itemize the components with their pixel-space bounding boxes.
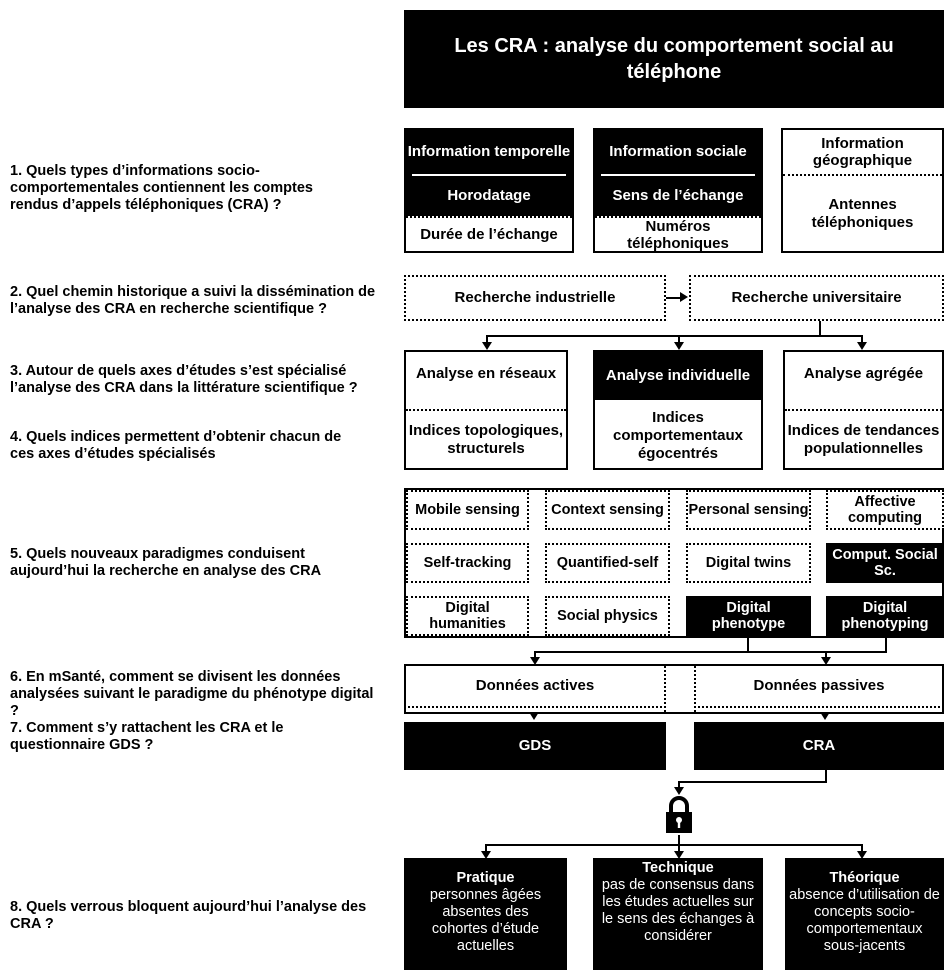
verrou-pratique-title: Pratique xyxy=(456,870,515,886)
diagram-title: Les CRA : analyse du comportement social… xyxy=(404,10,944,108)
axe-individuelle-label: Analyse individuelle xyxy=(595,352,761,400)
question-7: 7. Comment s’y rattachent les CRA et le … xyxy=(10,720,284,753)
arrow-down-icon xyxy=(857,342,867,350)
paradigm-mobile-sensing: Mobile sensing xyxy=(406,490,529,530)
separator xyxy=(406,409,566,411)
paradigm-personal-sensing: Personal sensing xyxy=(686,490,811,530)
info-sociale-item1: Sens de l’échange xyxy=(612,187,744,204)
separator xyxy=(404,706,666,708)
recherche-industrielle-box: Recherche industrielle xyxy=(404,275,666,321)
info-sociale-box: Information sociale Sens de l’échange Nu… xyxy=(593,128,763,253)
info-temporelle-item1: Horodatage xyxy=(447,187,531,204)
verrou-technique-box: Technique pas de consensus dans les étud… xyxy=(593,858,763,970)
separator xyxy=(783,174,942,176)
padlock-icon xyxy=(664,795,694,835)
connector xyxy=(485,844,487,852)
data-split-divider xyxy=(694,666,696,712)
connector xyxy=(819,321,821,336)
connector xyxy=(825,651,827,658)
axe-reseaux-indices: Indices topologiques, structurels xyxy=(408,422,564,457)
axe-individuelle-box: Analyse individuelle Indices comportemen… xyxy=(593,350,763,470)
connector xyxy=(747,636,749,652)
separator xyxy=(412,174,566,176)
donnees-actives-label: Données actives xyxy=(475,677,595,694)
connector xyxy=(678,781,680,788)
question-5: 5. Quels nouveaux paradigmes conduisent … xyxy=(10,546,322,579)
diagram-title-text: Les CRA : analyse du comportement social… xyxy=(454,35,894,83)
connector xyxy=(861,844,863,852)
axe-reseaux-label: Analyse en réseaux xyxy=(415,365,557,382)
info-temporelle-item2: Durée de l’échange xyxy=(406,216,572,251)
info-geographique-header: Information géographique xyxy=(812,135,913,169)
separator xyxy=(694,706,944,708)
info-geographique-item1: Antennes téléphoniques xyxy=(811,196,914,231)
paradigm-context-sensing: Context sensing xyxy=(545,490,670,530)
separator xyxy=(785,409,942,411)
connector xyxy=(678,781,827,783)
verrou-theorique-title: Théorique xyxy=(829,870,900,886)
arrow-down-icon xyxy=(821,657,831,665)
separator xyxy=(601,174,755,176)
arrow-down-icon xyxy=(857,851,867,859)
question-3: 3. Autour de quels axes d’études s’est s… xyxy=(10,363,358,396)
arrow-down-icon xyxy=(482,342,492,350)
verrou-theorique-desc: absence d’utilisation de concepts socio-… xyxy=(789,887,940,954)
info-sociale-header: Information sociale xyxy=(609,143,747,160)
paradigm-digital-phenotype: Digital phenotype xyxy=(686,596,811,636)
connector xyxy=(666,297,680,299)
question-6: 6. En mSanté, comment se divisent les do… xyxy=(10,669,374,719)
verrou-pratique-box: Pratique personnes âgées absentes des co… xyxy=(404,858,567,970)
verrou-pratique-desc: personnes âgées absentes des cohortes d’… xyxy=(429,887,542,954)
paradigm-digital-twins: Digital twins xyxy=(686,543,811,583)
connector xyxy=(885,636,887,652)
axe-agregee-label: Analyse agrégée xyxy=(803,365,924,382)
axe-reseaux-box: Analyse en réseaux Indices topologiques,… xyxy=(404,350,568,470)
arrow-down-icon xyxy=(530,657,540,665)
connector xyxy=(486,335,862,337)
arrow-down-icon xyxy=(674,787,684,795)
info-temporelle-box: Information temporelle Horodatage Durée … xyxy=(404,128,574,253)
paradigm-affective-computing: Affective computing xyxy=(826,490,944,530)
recherche-universitaire-box: Recherche universitaire xyxy=(689,275,944,321)
cra-box: CRA xyxy=(694,722,944,770)
question-1: 1. Quels types d’informations socio-comp… xyxy=(10,163,313,213)
verrou-technique-desc: pas de consensus dans les études actuell… xyxy=(601,877,755,944)
question-8: 8. Quels verrous bloquent aujourd’hui l’… xyxy=(10,899,367,932)
paradigm-digital-humanities: Digital humanities xyxy=(406,596,529,636)
paradigm-social-physics: Social physics xyxy=(545,596,670,636)
info-temporelle-header: Information temporelle xyxy=(407,143,571,160)
arrow-down-icon xyxy=(820,712,830,720)
connector xyxy=(534,651,536,658)
donnees-passives-label: Données passives xyxy=(753,677,885,694)
verrou-theorique-box: Théorique absence d’utilisation de conce… xyxy=(785,858,944,970)
gds-box: GDS xyxy=(404,722,666,770)
info-sociale-item2: Numéros téléphoniques xyxy=(595,216,761,252)
paradigm-quantified-self: Quantified-self xyxy=(545,543,670,583)
axe-individuelle-indices: Indices comportementaux égocentrés xyxy=(612,409,744,462)
arrow-down-icon xyxy=(529,712,539,720)
axe-agregee-box: Analyse agrégée Indices de tendances pop… xyxy=(783,350,944,470)
verrou-technique-title: Technique xyxy=(642,860,714,876)
connector xyxy=(825,770,827,782)
paradigm-comput-social-sc: Comput. Social Sc. xyxy=(826,543,944,583)
arrow-down-icon xyxy=(674,342,684,350)
connector xyxy=(485,844,863,846)
connector xyxy=(678,844,680,852)
arrow-down-icon xyxy=(481,851,491,859)
info-geographique-box: Information géographique Antennes téléph… xyxy=(781,128,944,253)
question-2: 2. Quel chemin historique a suivi la dis… xyxy=(10,284,376,317)
paradigm-digital-phenotyping: Digital phenotyping xyxy=(826,596,944,636)
arrow-down-icon xyxy=(674,851,684,859)
data-split-frame xyxy=(404,664,944,714)
connector xyxy=(534,651,887,653)
connector xyxy=(861,335,863,343)
connector xyxy=(678,335,680,343)
question-4: 4. Quels indices permettent d’obtenir ch… xyxy=(10,429,342,462)
data-split-divider xyxy=(664,666,666,712)
paradigm-self-tracking: Self-tracking xyxy=(406,543,529,583)
connector xyxy=(486,335,488,343)
connector xyxy=(678,835,680,845)
axe-agregee-indices: Indices de tendances populationnelles xyxy=(787,422,940,457)
arrow-right-icon xyxy=(680,292,688,302)
